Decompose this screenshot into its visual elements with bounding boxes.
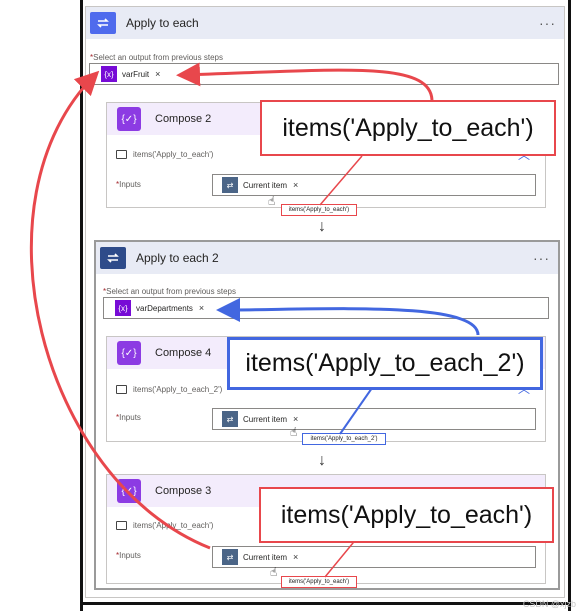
more-options-icon[interactable]: ··· <box>533 250 550 266</box>
callout-apply-to-each-bottom: items('Apply_to_each') <box>259 487 554 543</box>
tooltip-expression: items('Apply_to_each_2') <box>302 433 386 445</box>
varfruit-token[interactable]: {x} varFruit × <box>101 66 160 82</box>
blue-connector <box>339 387 373 435</box>
inner-select-label: *Select an output from previous steps <box>103 287 236 296</box>
frame-bottom-edge <box>80 602 571 605</box>
compose-icon: {✓} <box>117 341 141 365</box>
variable-icon: {x} <box>115 300 131 316</box>
compose-icon: {✓} <box>117 107 141 131</box>
remove-token-icon[interactable]: × <box>293 552 299 562</box>
arrow-down-icon: ↓ <box>318 452 326 469</box>
remove-token-icon[interactable]: × <box>155 69 161 79</box>
remove-token-icon[interactable]: × <box>293 414 299 424</box>
callout-apply-to-each-top: items('Apply_to_each') <box>260 100 556 156</box>
current-item-token[interactable]: ⇄ Current item × <box>222 549 298 565</box>
inner-loop-title: Apply to each 2 <box>136 251 219 265</box>
vardepartments-token[interactable]: {x} varDepartments × <box>115 300 204 316</box>
loop-icon: ⇄ <box>222 411 238 427</box>
tooltip-expression: items('Apply_to_each') <box>281 204 357 216</box>
remove-token-icon[interactable]: × <box>293 180 299 190</box>
compose2-inputs-field[interactable] <box>212 174 536 196</box>
outer-select-label: *Select an output from previous steps <box>90 53 223 62</box>
outer-loop-header[interactable]: Apply to each ··· <box>86 7 564 39</box>
frame-left-edge <box>80 0 83 611</box>
current-item-token[interactable]: ⇄ Current item × <box>222 177 298 193</box>
compose4-comment: items('Apply_to_each_2') <box>116 385 222 394</box>
blue-arrow <box>216 297 480 336</box>
compose3-comment: items('Apply_to_each') <box>116 521 213 530</box>
current-item-token[interactable]: ⇄ Current item × <box>222 411 298 427</box>
compose4-title: Compose 4 <box>155 347 212 359</box>
compose4-inputs-field[interactable] <box>212 408 536 430</box>
compose3-inputs-label: *Inputs <box>116 551 141 560</box>
remove-token-icon[interactable]: × <box>198 303 205 313</box>
callout-apply-to-each-2: items('Apply_to_each_2') <box>227 337 543 390</box>
compose2-title: Compose 2 <box>155 113 212 125</box>
compose4-inputs-label: *Inputs <box>116 413 141 422</box>
compose3-title: Compose 3 <box>155 485 212 497</box>
loop-icon: ⇄ <box>222 549 238 565</box>
red-connector-1 <box>319 155 363 206</box>
loop-icon <box>100 247 126 269</box>
outer-loop-title: Apply to each <box>126 16 199 30</box>
loop-icon: ⇄ <box>222 177 238 193</box>
tooltip-expression: items('Apply_to_each') <box>281 576 357 588</box>
compose2-comment: items('Apply_to_each') <box>116 150 213 159</box>
arrow-down-icon: ↓ <box>318 218 326 235</box>
watermark: CSDN @xjzb <box>522 599 576 609</box>
hand-cursor-icon: ☝ <box>268 194 276 208</box>
compose-icon: {✓} <box>117 479 141 503</box>
hand-cursor-icon: ☝ <box>270 565 278 579</box>
comment-icon <box>116 150 127 159</box>
comment-icon <box>116 521 127 530</box>
hand-cursor-icon: ☝ <box>290 425 298 439</box>
more-options-icon[interactable]: ··· <box>539 15 556 31</box>
red-arrow-left <box>29 70 211 550</box>
loop-icon <box>90 12 116 34</box>
variable-icon: {x} <box>101 66 117 82</box>
red-arrow-top <box>176 62 434 101</box>
compose3-inputs-field[interactable] <box>212 546 536 568</box>
comment-icon <box>116 385 127 394</box>
compose2-inputs-label: *Inputs <box>116 180 141 189</box>
frame-right-edge <box>568 0 571 611</box>
inner-loop-header[interactable]: Apply to each 2 ··· <box>96 242 558 274</box>
